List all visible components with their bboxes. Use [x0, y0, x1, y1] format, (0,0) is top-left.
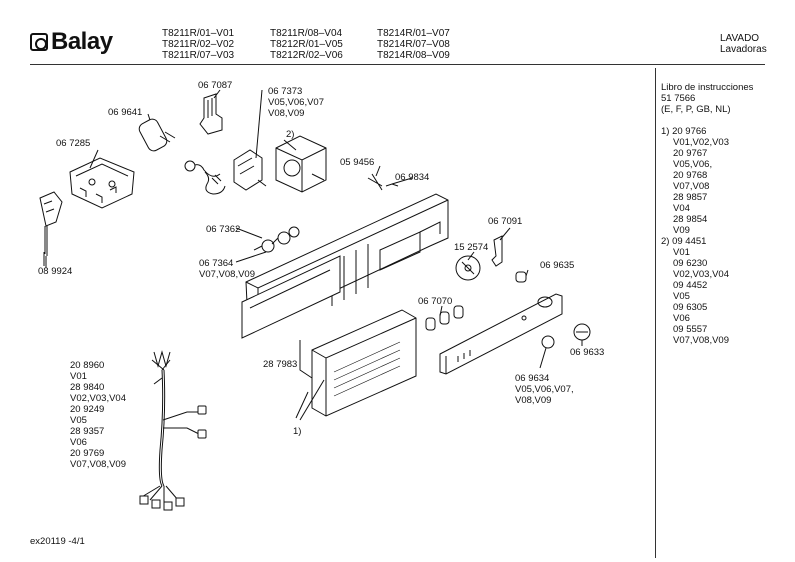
part-label: 06 9635 [540, 260, 575, 271]
part-label: 06 7285 [56, 138, 91, 149]
side-entry: Libro de instrucciones [661, 82, 754, 93]
part-label: 06 9834 [395, 172, 430, 183]
balay-logo-mark [30, 33, 48, 51]
side-entry: V05,V06, [673, 159, 713, 170]
model-code: T8214R/01–V07 [377, 28, 450, 39]
model-column-3: T8214R/01–V07 T8214R/07–V08 T8214R/08–V0… [377, 28, 450, 61]
model-code: T8212R/02–V06 [270, 50, 343, 61]
capacitor-drawing [138, 118, 176, 152]
switch-module-drawing [233, 149, 267, 191]
push-buttons-drawing [425, 305, 464, 331]
category-line-2: Lavadoras [720, 44, 767, 55]
connector-block-drawing [69, 157, 135, 209]
part-label: 06 7373 [268, 86, 303, 97]
selector-knobs-drawing [253, 226, 300, 253]
part-variant-label: V08,V09 [268, 108, 305, 119]
detergent-drawer-drawing [311, 309, 417, 417]
harness-entry: V05 [70, 415, 87, 426]
part-label: 28 7983 [263, 359, 298, 370]
side-entry: 09 6305 [673, 302, 708, 313]
side-entry: 09 5557 [673, 324, 708, 335]
part-label: 06 9634 [515, 373, 550, 384]
side-entry: 51 7566 [661, 93, 696, 104]
part-variant-label: V08,V09 [515, 395, 552, 406]
control-plate-drawing [439, 293, 563, 375]
side-entry: V01 [673, 247, 690, 258]
model-code: T8214R/08–V09 [377, 50, 450, 61]
part-label: 15 2574 [454, 242, 489, 253]
model-code: T8211R/08–V04 [270, 28, 343, 39]
harness-entry: V01 [70, 371, 87, 382]
disc-drawing [455, 255, 481, 281]
part-label: 06 7087 [198, 80, 233, 91]
model-code: T8211R/01–V01 [162, 28, 235, 39]
category-line-1: LAVADO [720, 33, 760, 44]
harness-part-list: 20 8960 V01 28 9840 V02,V03,V04 20 9249 … [70, 360, 126, 470]
side-entry: 2) 09 4451 [661, 236, 707, 247]
harness-entry: V02,V03,V04 [70, 393, 126, 404]
footnote-ref: 1) [293, 426, 302, 437]
part-label: 05 9456 [340, 157, 375, 168]
sidebar-divider [655, 68, 656, 558]
side-entry: V09 [673, 225, 690, 236]
model-code: T8211R/07–V03 [162, 50, 235, 61]
brand-name: Balay [51, 28, 113, 55]
lever-drawing [491, 235, 503, 267]
page-footer: ex20119 -4/1 [30, 536, 85, 547]
part-variant-label: V05,V06,V07, [515, 384, 574, 395]
part-label: 06 9633 [570, 347, 605, 358]
side-entry: V04 [673, 203, 690, 214]
side-entry: V07,V08,V09 [673, 335, 729, 346]
side-entry: 28 9857 [673, 192, 708, 203]
side-entry: (E, F, P, GB, NL) [661, 104, 731, 115]
part-label: 06 9641 [108, 107, 143, 118]
footnote-ref: 2) [286, 129, 295, 140]
timer-drawing [275, 135, 327, 193]
harness-entry: 20 9769 [70, 448, 105, 459]
part-label: 06 7362 [206, 224, 241, 235]
side-entry: V06 [673, 313, 690, 324]
mains-plug-drawing [39, 191, 63, 268]
harness-entry: 20 9249 [70, 404, 105, 415]
part-variant-label: V07,V08,V09 [199, 269, 255, 280]
side-entry: V07,V08 [673, 181, 710, 192]
part-label: 08 9924 [38, 266, 73, 277]
part-label: 06 7070 [418, 296, 453, 307]
side-entry: 20 9768 [673, 170, 708, 181]
side-entry: 09 6230 [673, 258, 708, 269]
header-divider [30, 64, 765, 65]
model-code: T8214R/07–V08 [377, 39, 450, 50]
harness-entry: 28 9840 [70, 382, 105, 393]
model-code: T8211R/02–V02 [162, 39, 235, 50]
side-entry [661, 115, 753, 126]
bracket-drawing [199, 93, 223, 135]
side-entry: V01,V02,V03 [673, 137, 729, 148]
part-variant-label: V05,V06,V07 [268, 97, 324, 108]
model-column-2: T8211R/08–V04 T8212R/01–V05 T8212R/02–V0… [270, 28, 343, 61]
side-entry: 09 4452 [673, 280, 708, 291]
side-entry: V02,V03,V04 [673, 269, 729, 280]
harness-entry: 28 9357 [70, 426, 105, 437]
harness-entry: V07,V08,V09 [70, 459, 126, 470]
model-code: T8212R/01–V05 [270, 39, 343, 50]
wiring-drawing [184, 160, 226, 195]
side-entry: 28 9854 [673, 214, 708, 225]
small-knob-drawing [515, 271, 527, 283]
control-knobs-drawing [541, 323, 591, 349]
side-entry: 1) 20 9766 [661, 126, 707, 137]
side-entry: 20 9767 [673, 148, 708, 159]
side-part-list: Libro de instrucciones 51 7566 (E, F, P,… [661, 82, 753, 346]
pin-drawing [367, 173, 399, 191]
wiring-harness-drawing [139, 350, 207, 511]
balay-logo: Balay [30, 28, 113, 56]
front-panel-drawing [241, 255, 341, 379]
model-column-1: T8211R/01–V01 T8211R/02–V02 T8211R/07–V0… [162, 28, 234, 61]
harness-entry: V06 [70, 437, 87, 448]
part-label: 06 7364 [199, 258, 234, 269]
category: LAVADO Lavadoras [720, 33, 767, 55]
harness-entry: 20 8960 [70, 360, 105, 371]
part-label: 06 7091 [488, 216, 523, 227]
side-entry: V05 [673, 291, 690, 302]
